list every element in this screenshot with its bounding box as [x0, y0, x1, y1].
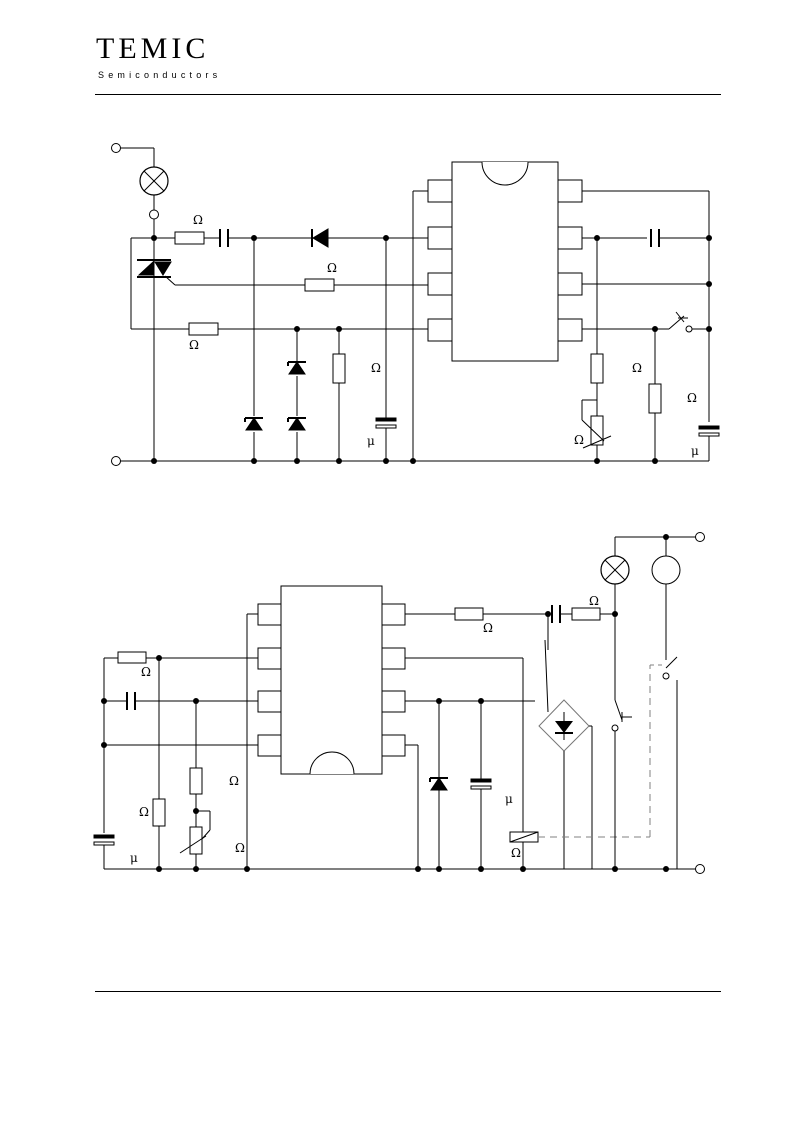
- ohm-label: Ω: [371, 361, 381, 375]
- resistor: [454, 607, 484, 621]
- ic-pin: [381, 603, 406, 626]
- zener-diode-symbol: [287, 417, 307, 431]
- capacitor-symbol: [93, 834, 115, 846]
- ohm-label: Ω: [589, 594, 599, 608]
- resistor: [189, 767, 203, 795]
- resistor: [304, 278, 335, 292]
- schematic-top: [111, 143, 720, 466]
- capacitor-symbol: [375, 417, 397, 429]
- ohm-label: Ω: [574, 433, 584, 447]
- ic-pin: [427, 318, 453, 342]
- micro-label: μ: [691, 444, 699, 458]
- ohm-label: Ω: [511, 846, 521, 860]
- ohm-label: Ω: [483, 621, 493, 635]
- lamp-icon: [139, 166, 169, 196]
- ohm-label: Ω: [327, 261, 337, 275]
- ohm-label: Ω: [235, 841, 245, 855]
- ohm-label: Ω: [139, 805, 149, 819]
- ic-pin: [427, 272, 453, 296]
- brand-subtitle: Semiconductors: [98, 70, 222, 80]
- ic-pin: [257, 690, 282, 713]
- resistor: [332, 353, 346, 384]
- resistor: [188, 322, 219, 336]
- ic-pin: [557, 272, 583, 296]
- header-rule: [95, 94, 721, 95]
- labels-top: Ω Ω Ω Ω μ Ω Ω Ω μ: [189, 213, 699, 458]
- ohm-label: Ω: [687, 391, 697, 405]
- ic-pin: [381, 734, 406, 757]
- capacitor-symbol: [650, 228, 660, 248]
- resistor: [648, 383, 662, 414]
- ic-pin: [381, 690, 406, 713]
- bridge-rectifier-symbol: [538, 699, 590, 752]
- ohm-label: Ω: [632, 361, 642, 375]
- capacitor-symbol: [219, 228, 229, 248]
- micro-label: μ: [130, 851, 138, 865]
- capacitor-symbol: [698, 425, 720, 437]
- capacitor-symbol: [470, 778, 492, 790]
- zener-diode-symbol: [244, 417, 264, 431]
- ic-package-top: [451, 161, 559, 362]
- schematic-bottom: [93, 532, 705, 874]
- trimmer-resistor: [189, 826, 203, 855]
- ic-pin: [257, 647, 282, 670]
- resistor: [117, 651, 147, 664]
- brand-name: TEMIC: [96, 32, 210, 65]
- ohm-label: Ω: [141, 665, 151, 679]
- ic-pin: [381, 647, 406, 670]
- capacitor-symbol: [551, 604, 561, 624]
- footer-rule: [95, 991, 721, 992]
- labels-bottom: Ω Ω Ω Ω μ Ω Ω μ Ω: [130, 594, 599, 865]
- ohm-label: Ω: [193, 213, 203, 227]
- ohm-label: Ω: [229, 774, 239, 788]
- ic-package-bottom: [280, 585, 383, 775]
- ic-pin: [557, 179, 583, 203]
- zener-diode-symbol: [429, 777, 449, 791]
- ic-pin: [257, 734, 282, 757]
- ic-pin: [427, 179, 453, 203]
- resistor: [174, 231, 205, 245]
- ohm-label: Ω: [189, 338, 199, 352]
- ic-pin: [427, 226, 453, 250]
- ic-pin: [557, 226, 583, 250]
- triac-symbol: [137, 260, 154, 276]
- lamp-icon: [651, 555, 681, 585]
- capacitor-symbol: [126, 691, 136, 711]
- ic-pin: [557, 318, 583, 342]
- resistor: [590, 353, 604, 384]
- company-logo: TEMIC Semiconductors: [96, 32, 222, 81]
- ic-pin: [257, 603, 282, 626]
- resistor: [571, 607, 601, 621]
- micro-label: μ: [505, 792, 513, 806]
- resistor: [152, 798, 166, 827]
- micro-label: μ: [367, 434, 375, 448]
- diode-symbol: [312, 228, 329, 248]
- zener-diode-symbol: [287, 361, 307, 375]
- lamp-icon: [600, 555, 630, 585]
